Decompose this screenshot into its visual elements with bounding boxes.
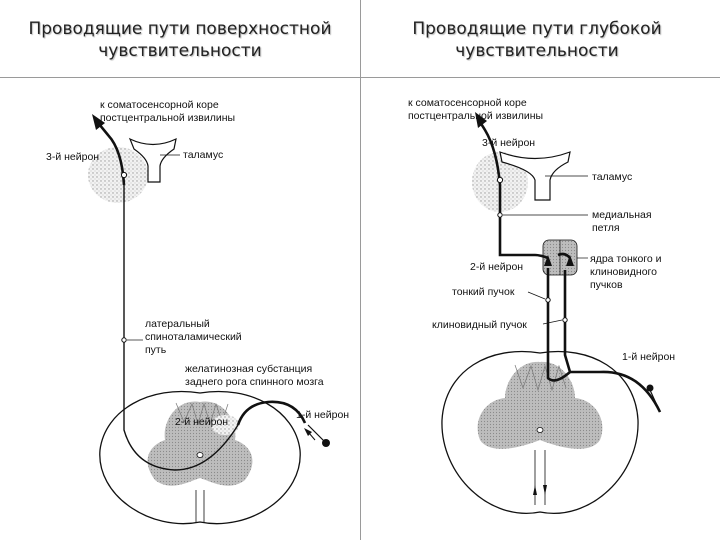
left-label-cortex-2: постцентральной извилины	[100, 112, 235, 124]
left-label-thalamus: таламус	[183, 149, 223, 161]
left-label-gelatinous-1: желатинозная субстанция	[185, 363, 312, 375]
right-label-nuclei-2: клиновидного	[590, 266, 657, 278]
right-title-line2: чувствительности	[455, 41, 619, 61]
right-medulla-nuclei	[542, 239, 588, 276]
right-label-neuron3: 3-й нейрон	[482, 137, 535, 149]
left-title-line1: Проводящие пути поверхностной	[28, 19, 332, 39]
left-label-neuron1: 1-й нейрон	[296, 409, 349, 421]
right-pathway	[475, 112, 662, 495]
right-label-nuclei-1: ядра тонкого и	[590, 253, 662, 265]
left-pathway	[92, 114, 330, 471]
left-label-gelatinous-2: заднего рога спинного мозга	[185, 376, 324, 388]
left-spinal-cord	[99, 391, 301, 525]
right-label-gracile: тонкий пучок	[452, 286, 515, 298]
right-diagram: к соматосенсорной коре постцентральной и…	[408, 97, 675, 514]
right-thalamus-shape	[472, 151, 588, 212]
left-label-lateral-3: путь	[145, 344, 167, 356]
right-label-lemniscus-1: медиальная	[592, 209, 652, 221]
left-labels: к соматосенсорной коре постцентральной и…	[46, 99, 349, 428]
left-panel-title: Проводящие пути поверхностной чувствител…	[5, 18, 355, 62]
right-label-cuneate: клиновидный пучок	[432, 319, 527, 331]
left-label-lateral-2: спиноталамический	[145, 331, 242, 343]
left-label-neuron2: 2-й нейрон	[175, 416, 228, 428]
right-label-lemniscus-2: петля	[592, 222, 620, 234]
right-spinal-cord	[441, 350, 639, 514]
right-labels: к соматосенсорной коре постцентральной и…	[408, 97, 675, 363]
left-title-line2: чувствительности	[98, 41, 262, 61]
right-title-line1: Проводящие пути глубокой	[412, 19, 662, 39]
left-label-lateral-1: латеральный	[145, 318, 210, 330]
right-panel-title: Проводящие пути глубокой чувствительност…	[362, 18, 712, 62]
left-label-neuron3: 3-й нейрон	[46, 151, 99, 163]
right-label-cortex-2: постцентральной извилины	[408, 110, 543, 122]
left-label-cortex-1: к соматосенсорной коре	[100, 99, 219, 111]
left-thalamus-shape	[88, 137, 180, 203]
right-label-nuclei-3: пучков	[590, 279, 623, 291]
right-label-neuron2: 2-й нейрон	[470, 261, 523, 273]
right-label-cortex-1: к соматосенсорной коре	[408, 97, 527, 109]
column-divider	[360, 0, 361, 540]
left-diagram: к соматосенсорной коре постцентральной и…	[46, 99, 349, 525]
right-label-neuron1: 1-й нейрон	[622, 351, 675, 363]
right-label-thalamus: таламус	[592, 171, 632, 183]
